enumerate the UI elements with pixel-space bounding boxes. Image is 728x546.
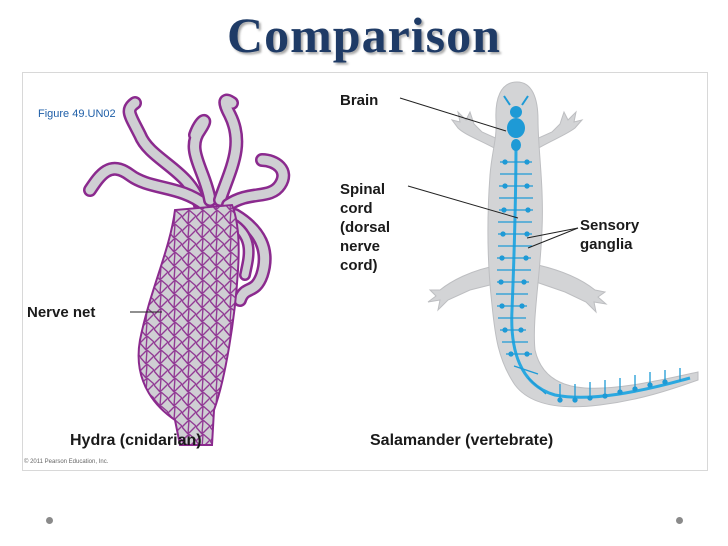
spinal-cord-label-line: Spinal bbox=[340, 181, 386, 198]
brain-leader-line bbox=[399, 97, 507, 132]
sensory-ganglia-label: Sensory ganglia bbox=[580, 216, 639, 254]
salamander-nerves bbox=[496, 159, 681, 403]
hydra-illustration bbox=[83, 93, 291, 446]
spinal-cord-label-line: nerve bbox=[340, 238, 381, 255]
sensory-ganglia-leader-line-2 bbox=[527, 227, 579, 249]
salamander-caption: Salamander (vertebrate) bbox=[370, 432, 554, 449]
salamander-spinal-cord bbox=[510, 139, 691, 399]
hydra-tentacles bbox=[83, 93, 291, 307]
copyright-notice: © 2011 Pearson Education, Inc. bbox=[24, 459, 109, 465]
spinal-cord-label-line: (dorsal bbox=[340, 219, 391, 236]
spinal-cord-label-line: cord bbox=[340, 200, 373, 217]
salamander-brain bbox=[503, 95, 529, 151]
figure-label: Figure 49.UN02 bbox=[38, 108, 116, 120]
spinal-cord-label-line: cord) bbox=[340, 257, 378, 274]
hydra-caption: Hydra (cnidarian) bbox=[70, 432, 202, 449]
slide-title: Comparison bbox=[227, 7, 501, 63]
brain-label: Brain bbox=[340, 92, 379, 109]
salamander-illustration bbox=[427, 81, 699, 408]
sensory-ganglia-label-line: Sensory bbox=[580, 217, 640, 234]
hydra-nerve-net bbox=[138, 205, 239, 445]
salamander-body bbox=[487, 81, 699, 408]
sensory-ganglia-leader-line-1 bbox=[526, 227, 579, 239]
salamander-limbs bbox=[427, 110, 608, 314]
sensory-ganglia-label-line: ganglia bbox=[580, 236, 633, 253]
nerve-net-label: Nerve net bbox=[27, 304, 96, 321]
slide-bullet-left bbox=[46, 517, 53, 524]
spinal-cord-label: Spinal cord (dorsal nerve cord) bbox=[340, 180, 390, 275]
spinal-cord-leader-line bbox=[407, 185, 519, 219]
slide-bullet-right bbox=[676, 517, 683, 524]
